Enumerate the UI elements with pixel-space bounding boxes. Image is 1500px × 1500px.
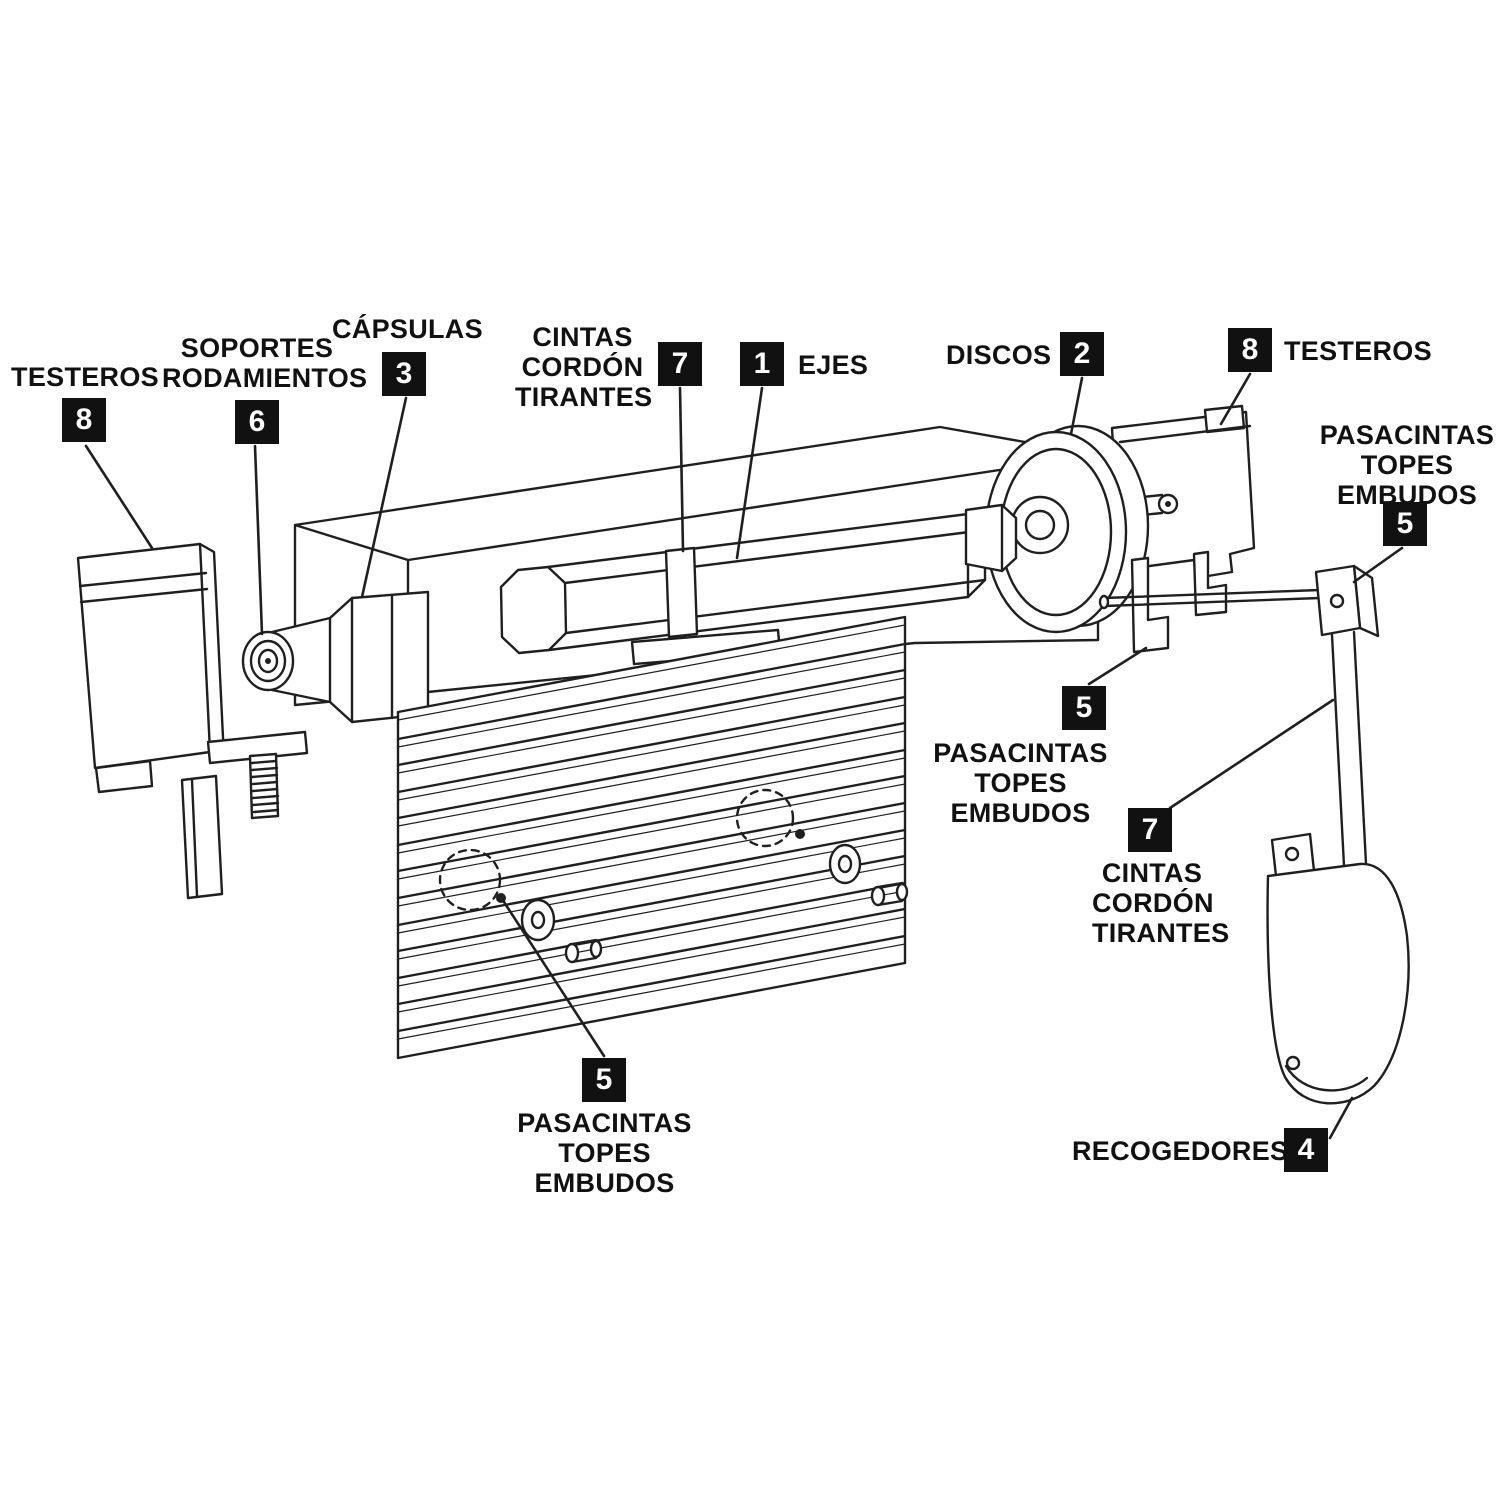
tape-guide-hooks-drawing bbox=[1130, 550, 1228, 654]
rod-drawing bbox=[1098, 588, 1322, 610]
label-soportes-rodamientos: SOPORTES RODAMIENTOS bbox=[162, 333, 368, 394]
left-end-plate-drawing bbox=[76, 542, 226, 794]
label-discos: DISCOS bbox=[946, 340, 1052, 370]
badge-pasacintas-bottom: 5 bbox=[582, 1058, 626, 1102]
tape-winder-drawing bbox=[1266, 832, 1410, 1105]
capsule-drawing bbox=[241, 590, 430, 724]
label-testeros-right: TESTEROS bbox=[1284, 336, 1432, 366]
label-recogedores: RECOGEDORES bbox=[1072, 1136, 1289, 1166]
curtain-drawing bbox=[396, 615, 907, 1060]
badge-ejes: 1 bbox=[740, 342, 784, 386]
badge-pasacintas-mid: 5 bbox=[1062, 686, 1106, 730]
badge-pasacintas-right: 5 bbox=[1383, 502, 1427, 546]
badge-capsulas: 3 bbox=[382, 352, 426, 396]
badge-soportes-rodamientos: 6 bbox=[235, 400, 279, 444]
badge-cintas-top: 7 bbox=[658, 342, 702, 386]
badge-testeros-right: 8 bbox=[1228, 328, 1272, 372]
label-pasacintas-right: PASACINTAS TOPES EMBUDOS bbox=[1319, 420, 1495, 511]
hanging-strap-drawing bbox=[1330, 630, 1368, 868]
label-pasacintas-bottom: PASACINTAS TOPES EMBUDOS bbox=[517, 1108, 692, 1199]
badge-testeros-left: 8 bbox=[62, 398, 106, 442]
label-capsulas: CÁPSULAS bbox=[332, 314, 483, 344]
tape-guide-bracket-drawing bbox=[1314, 564, 1380, 638]
bracket-rail-drawing bbox=[180, 730, 309, 900]
label-pasacintas-mid: PASACINTAS TOPES EMBUDOS bbox=[933, 738, 1108, 829]
label-testeros-left: TESTEROS bbox=[11, 362, 159, 392]
label-cintas-right: CINTAS CORDÓN TIRANTES bbox=[1092, 858, 1230, 949]
badge-recogedores: 4 bbox=[1284, 1128, 1328, 1172]
stops-washers-drawing bbox=[438, 788, 909, 964]
badge-discos: 2 bbox=[1060, 332, 1104, 376]
label-ejes: EJES bbox=[798, 350, 869, 380]
label-cintas-top: CINTAS CORDÓN TIRANTES bbox=[515, 322, 653, 413]
leader-lines bbox=[84, 372, 1404, 1140]
badge-cintas-right: 7 bbox=[1128, 808, 1172, 852]
disc-drawing bbox=[964, 424, 1150, 634]
axle-drawing bbox=[499, 512, 987, 655]
